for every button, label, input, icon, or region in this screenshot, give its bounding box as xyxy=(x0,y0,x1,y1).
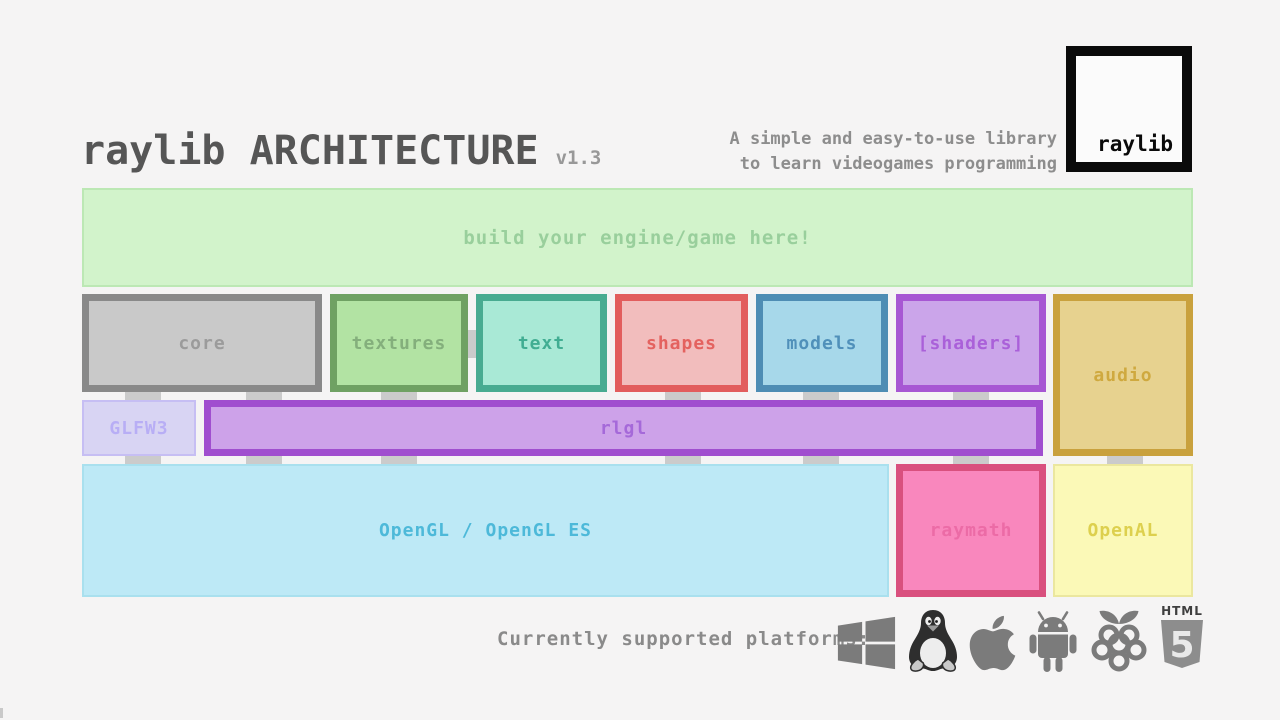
tagline: A simple and easy-to-use library to lear… xyxy=(713,127,1057,177)
module-models-label: models xyxy=(786,332,858,354)
connector xyxy=(246,389,282,403)
dependency-openal: OpenAL xyxy=(1053,464,1193,597)
module-rlgl: rlgl xyxy=(204,400,1043,456)
connector xyxy=(381,389,417,403)
connector xyxy=(125,389,161,403)
apple-icon xyxy=(969,615,1016,671)
connector xyxy=(1107,453,1143,467)
module-shaders: [shaders] xyxy=(896,294,1046,392)
module-shapes-label: shapes xyxy=(645,332,718,354)
module-core-label: core xyxy=(178,332,226,354)
module-raymath: raymath xyxy=(896,464,1046,597)
connector xyxy=(246,453,282,467)
edge-artifact xyxy=(0,708,3,718)
module-textures: textures xyxy=(330,294,468,392)
build-your-game-banner: build your engine/game here! xyxy=(82,188,1193,287)
header: raylib ARCHITECTURE v1.3 xyxy=(81,128,601,174)
tagline-line-2: to learn videogames programming xyxy=(739,154,1057,174)
module-text: text xyxy=(476,294,607,392)
module-models: models xyxy=(756,294,888,392)
module-shaders-label: [shaders] xyxy=(917,332,1025,354)
dependency-glfw3-label: GLFW3 xyxy=(109,417,169,439)
android-icon xyxy=(1029,611,1077,672)
connector xyxy=(665,453,701,467)
dependency-openal-label: OpenAL xyxy=(1087,520,1159,541)
module-raymath-label: raymath xyxy=(929,520,1013,541)
linux-icon xyxy=(909,610,957,672)
raylib-logo-label: raylib xyxy=(1097,132,1173,156)
module-core: core xyxy=(82,294,322,392)
page-title: raylib ARCHITECTURE xyxy=(81,128,539,174)
connector xyxy=(125,453,161,467)
html5-icon-html-text: HTML xyxy=(1161,604,1203,618)
dependency-glfw3: GLFW3 xyxy=(82,400,196,456)
html5-icon: HTML 5 xyxy=(1161,604,1203,668)
module-shapes: shapes xyxy=(615,294,748,392)
module-audio: audio xyxy=(1053,294,1193,456)
module-text-label: text xyxy=(517,332,566,354)
version-label: v1.3 xyxy=(555,147,602,169)
dependency-opengl: OpenGL / OpenGL ES xyxy=(82,464,889,597)
raylib-logo: raylib xyxy=(1066,46,1192,172)
connector xyxy=(953,453,989,467)
connector xyxy=(953,389,989,403)
html5-icon-five-text: 5 xyxy=(1169,625,1194,666)
raspberry-pi-icon xyxy=(1091,610,1147,672)
connector xyxy=(381,453,417,467)
tagline-line-1: A simple and easy-to-use library xyxy=(729,129,1057,149)
connector xyxy=(665,389,701,403)
connector xyxy=(466,330,478,358)
platforms-label: Currently supported platforms: xyxy=(497,628,871,650)
module-textures-label: textures xyxy=(351,332,447,354)
module-rlgl-label: rlgl xyxy=(599,417,648,439)
banner-label: build your engine/game here! xyxy=(463,226,812,249)
platform-icons: HTML 5 xyxy=(835,602,1207,674)
windows-icon xyxy=(837,616,896,670)
connector xyxy=(803,453,839,467)
dependency-opengl-label: OpenGL / OpenGL ES xyxy=(378,520,593,541)
module-audio-label: audio xyxy=(1093,364,1153,386)
connector xyxy=(803,389,839,403)
